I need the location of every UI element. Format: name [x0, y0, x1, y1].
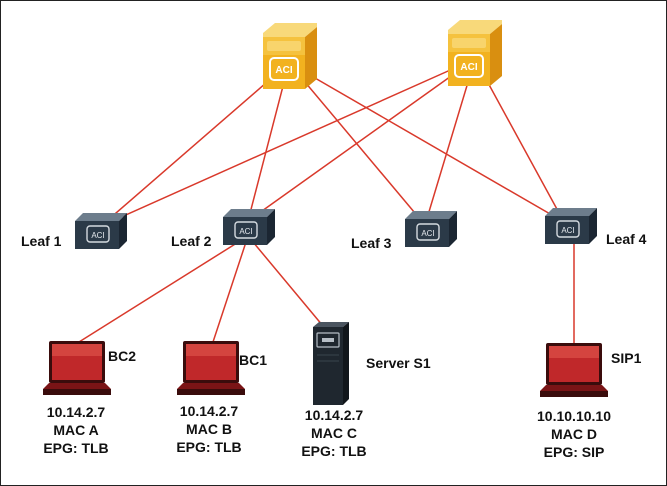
laptop-sip1-icon: [540, 343, 608, 397]
endpoint-sip1-ip: 10.10.10.10: [537, 408, 611, 424]
leaf-switch-4-icon: ACI: [545, 208, 597, 244]
endpoint-sip1-epg: EPG: SIP: [543, 444, 605, 460]
endpoint-server-s1-ip: 10.14.2.7: [304, 407, 364, 423]
link-leaf2-bc1: [212, 235, 249, 343]
endpoint-sip1-info: 10.10.10.10 MAC D EPG: SIP: [519, 407, 629, 461]
endpoint-bc2-mac: MAC A: [53, 422, 99, 438]
endpoint-sip1-mac: MAC D: [551, 426, 597, 442]
link-leaf2-server: [247, 235, 324, 327]
leaf-1-label: Leaf 1: [21, 233, 62, 249]
endpoint-server-s1-epg: EPG: TLB: [301, 443, 367, 459]
endpoint-server-s1-name: Server S1: [366, 355, 431, 371]
leaf-2-icon-text: ACI: [239, 227, 252, 236]
spine-switch-1-icon: ACI: [263, 23, 317, 89]
leaf-switch-1-icon: ACI: [75, 213, 127, 249]
endpoint-bc1-name: BC1: [239, 352, 268, 368]
leaf-4-icon-text: ACI: [561, 226, 574, 235]
endpoint-sip1-name: SIP1: [611, 350, 642, 366]
link-spine2-leaf2: [247, 58, 476, 222]
leaf-switch-2-icon: ACI: [223, 209, 275, 245]
leaf-4-label: Leaf 4: [606, 231, 647, 247]
laptop-bc2-icon: [43, 341, 111, 395]
endpoint-server-s1-info: 10.14.2.7 MAC C EPG: TLB: [279, 406, 389, 460]
endpoint-bc2-info: 10.14.2.7 MAC A EPG: TLB: [21, 403, 131, 457]
endpoint-bc2-ip: 10.14.2.7: [46, 404, 106, 420]
link-spine2-leaf3: [424, 58, 476, 226]
endpoint-bc1-info: 10.14.2.7 MAC B EPG: TLB: [154, 402, 264, 456]
endpoint-bc1-epg: EPG: TLB: [176, 439, 242, 455]
link-spine1-leaf2: [247, 62, 290, 222]
spine-1-icon-text: ACI: [275, 65, 292, 76]
link-spine2-leaf1: [100, 58, 476, 227]
spine-switch-2-icon: ACI: [448, 20, 502, 86]
link-spine2-leaf4: [474, 58, 565, 223]
link-leaf2-bc2: [78, 235, 249, 343]
spine-2-icon-text: ACI: [460, 62, 477, 73]
link-spine1-leaf4: [288, 62, 565, 223]
leaf-3-label: Leaf 3: [351, 235, 392, 251]
leaf-2-label: Leaf 2: [171, 233, 212, 249]
endpoint-bc2-epg: EPG: TLB: [43, 440, 109, 456]
endpoint-bc1-mac: MAC B: [186, 421, 232, 437]
leaf-switch-3-icon: ACI: [405, 211, 457, 247]
endpoint-bc2-name: BC2: [108, 348, 137, 364]
laptop-bc1-icon: [177, 341, 245, 395]
leaf-3-icon-text: ACI: [421, 229, 434, 238]
endpoint-bc1-ip: 10.14.2.7: [179, 403, 239, 419]
leaf-1-icon-text: ACI: [91, 231, 104, 240]
endpoint-server-s1-mac: MAC C: [311, 425, 357, 441]
link-spine1-leaf1: [100, 62, 290, 227]
server-s1-icon: [313, 322, 349, 405]
